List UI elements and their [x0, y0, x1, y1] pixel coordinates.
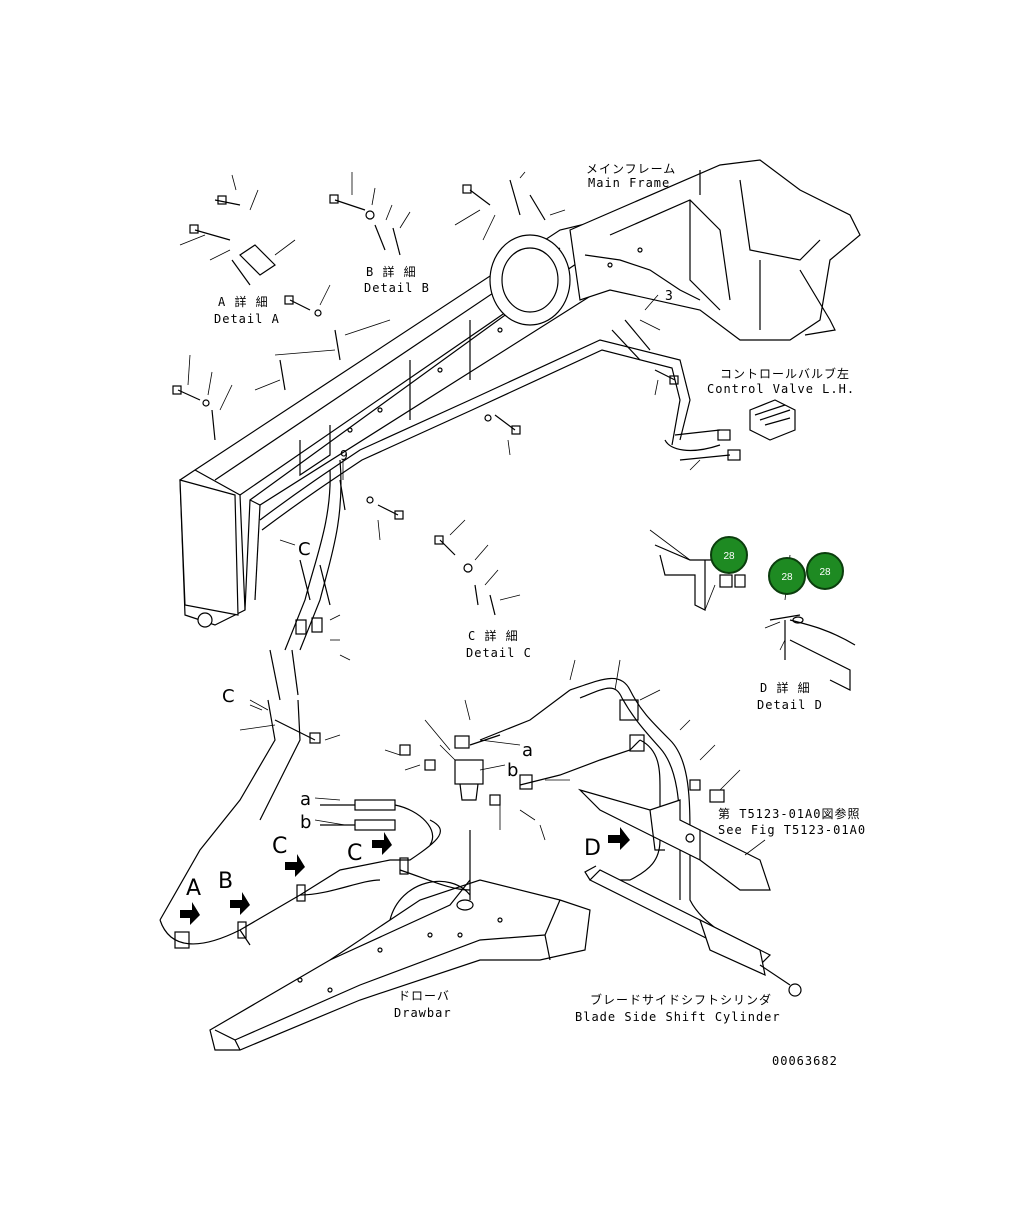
- detail-d-label-jp: D 詳 細: [760, 680, 811, 695]
- callout-a-fitting: a: [522, 740, 533, 761]
- detail-a-label-jp: A 詳 細: [218, 294, 269, 309]
- part-badge-28-3[interactable]: 28: [806, 552, 844, 590]
- detail-d-label-en: Detail D: [757, 698, 823, 712]
- arrow-label-d: D: [584, 836, 601, 861]
- text-labels: メインフレーム Main Frame コントロールバルブ左 Control Va…: [214, 162, 866, 1068]
- detail-c-label-en: Detail C: [466, 646, 532, 660]
- detail-a-label-en: Detail A: [214, 312, 280, 326]
- control-valve-label-jp: コントロールバルブ左: [720, 366, 850, 381]
- detail-b-label-jp: B 詳 細: [366, 264, 417, 279]
- part-badge-28-1[interactable]: 28: [710, 536, 748, 574]
- hose-assembly: [159, 459, 351, 921]
- callout-letters: 3 9 C C a b a b A B C C D: [186, 289, 673, 901]
- drawbar-drawing: [159, 659, 591, 1051]
- arrow-label-c2: C: [347, 841, 362, 866]
- detail-b-label-en: Detail B: [364, 281, 430, 295]
- cylinder-label-en: Blade Side Shift Cylinder: [575, 1010, 781, 1024]
- callout-3: 3: [665, 289, 673, 304]
- main-frame-label-jp: メインフレーム: [586, 162, 676, 176]
- callout-a-hose: a: [300, 789, 311, 810]
- callout-c-upper: C: [298, 539, 311, 560]
- arrow-label-c1: C: [272, 834, 287, 859]
- see-fig-label-jp: 第 T5123-01A0図参照: [718, 806, 860, 821]
- callout-c-lower: C: [222, 686, 235, 707]
- part-badge-label: 28: [781, 572, 793, 583]
- see-fig-label-en: See Fig T5123-01A0: [718, 823, 866, 837]
- detail-hardware: [172, 171, 679, 616]
- leader-lines: [249, 294, 659, 826]
- part-badge-28-2[interactable]: 28: [768, 557, 806, 595]
- view-arrows: [180, 827, 630, 925]
- cylinder-assembly: [519, 659, 802, 997]
- drawbar-label-jp: ドローバ: [398, 989, 450, 1003]
- part-badge-label: 28: [819, 567, 831, 578]
- callout-9: 9: [340, 449, 348, 464]
- main-frame-drawing: [179, 159, 861, 628]
- drawing-number: 00063682: [772, 1054, 838, 1068]
- control-valve-drawing: [664, 399, 796, 471]
- cylinder-label-jp: ブレードサイドシフトシリンダ: [590, 992, 772, 1007]
- detail-c-label-jp: C 詳 細: [468, 628, 519, 643]
- arrow-label-a: A: [186, 876, 201, 901]
- callout-b-fitting: b: [507, 760, 518, 781]
- main-frame-label-en: Main Frame: [588, 176, 670, 190]
- arrow-label-b: B: [218, 869, 233, 894]
- drawbar-label-en: Drawbar: [394, 1006, 452, 1020]
- callout-b-hose: b: [300, 812, 311, 833]
- control-valve-label-en: Control Valve L.H.: [707, 382, 855, 396]
- part-badge-label: 28: [723, 551, 735, 562]
